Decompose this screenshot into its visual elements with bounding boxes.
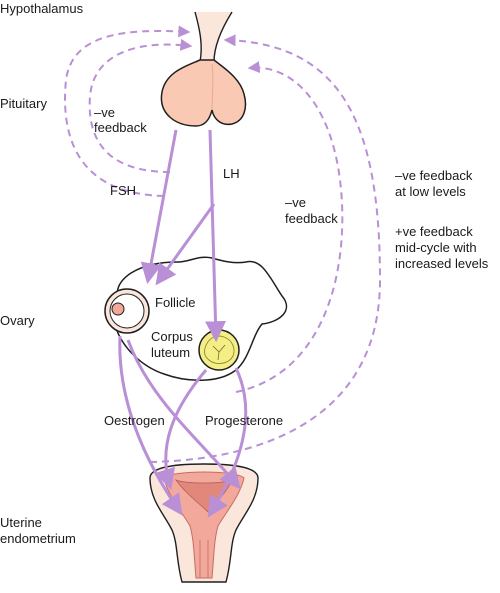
label-luteum: luteum bbox=[151, 345, 191, 360]
label-endometrium: endometrium bbox=[0, 531, 76, 546]
label-outer-pos-3: increased levels bbox=[395, 256, 489, 271]
label-middle-feedback-1: –ve bbox=[285, 195, 306, 210]
label-oestrogen: Oestrogen bbox=[104, 413, 165, 428]
progesterone-arrow bbox=[207, 367, 248, 518]
label-ovary: Ovary bbox=[0, 313, 35, 328]
outer-feedback-loop bbox=[149, 34, 382, 463]
inner-feedback-loop bbox=[88, 38, 193, 173]
lh-arrow bbox=[205, 129, 227, 343]
label-inner-feedback-1: –ve bbox=[94, 105, 115, 120]
uterus bbox=[149, 463, 259, 583]
label-pituitary: Pituitary bbox=[0, 96, 47, 111]
label-uterine: Uterine bbox=[0, 515, 42, 530]
middle-feedback-loop bbox=[235, 61, 344, 393]
label-lh: LH bbox=[223, 166, 240, 181]
label-middle-feedback-2: feedback bbox=[285, 211, 338, 226]
progesterone-cross-arrow bbox=[154, 369, 208, 491]
follicle bbox=[104, 288, 150, 334]
hypothalamus-stalk bbox=[194, 11, 233, 63]
label-outer-neg-2: at low levels bbox=[395, 184, 466, 199]
oestrogen-cross-arrow bbox=[126, 339, 241, 490]
label-outer-neg-1: –ve feedback bbox=[395, 168, 473, 183]
label-corpus: Corpus bbox=[151, 329, 193, 344]
feedback-loops bbox=[64, 25, 382, 463]
corpus-luteum bbox=[198, 329, 240, 371]
label-fsh: FSH bbox=[110, 183, 136, 198]
label-outer-pos-1: +ve feedback bbox=[395, 224, 473, 239]
label-hypothalamus: Hypothalamus bbox=[0, 1, 84, 16]
label-follicle: Follicle bbox=[155, 295, 196, 310]
label-inner-feedback-2: feedback bbox=[94, 120, 147, 135]
fsh-arrow bbox=[140, 129, 178, 285]
label-progesterone: Progesterone bbox=[205, 413, 284, 428]
lh-branch-arrow bbox=[155, 203, 216, 286]
hormone-arrows bbox=[118, 129, 248, 518]
pituitary-gland bbox=[160, 59, 247, 127]
label-outer-pos-2: mid-cycle with bbox=[395, 240, 477, 255]
